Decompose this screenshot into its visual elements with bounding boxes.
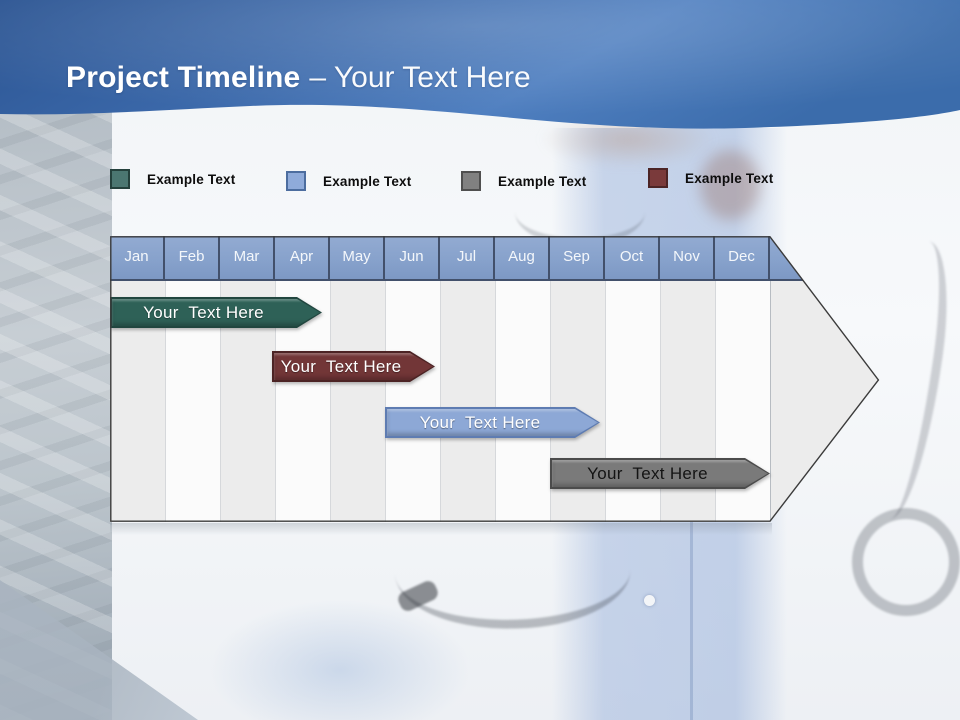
legend-item-blue: Example Text — [286, 171, 411, 191]
timeline-bar-label: Your Text Here — [419, 412, 541, 432]
page-title: Project Timeline– Your Text Here — [66, 61, 531, 95]
stethoscope-earpiece — [395, 578, 441, 614]
maroon-swatch-icon — [648, 168, 668, 188]
legend-label: Example Text — [685, 170, 774, 186]
legend-item-maroon: Example Text — [648, 168, 773, 188]
month-cell-may: May — [330, 236, 385, 279]
timeline-bar-3: Your Text Here — [385, 407, 600, 438]
timeline-bar-2: Your Text Here — [272, 351, 435, 382]
month-cell-jan: Jan — [110, 236, 165, 279]
month-cell-apr: Apr — [275, 236, 330, 279]
legend-item-gray: Example Text — [461, 171, 586, 191]
legend-label: Example Text — [498, 173, 587, 189]
month-cell-feb: Feb — [165, 236, 220, 279]
laptop-screen-glow — [210, 600, 470, 720]
timeline-bar-label: Your Text Here — [143, 302, 264, 322]
header-band — [0, 0, 960, 129]
blue-swatch-icon — [286, 171, 306, 191]
month-cell-sep: Sep — [550, 236, 605, 279]
laptop-photo — [0, 580, 199, 720]
xray-lightbox-photo — [0, 96, 112, 720]
month-cell-oct: Oct — [605, 236, 660, 279]
teal-swatch-icon — [110, 169, 130, 189]
title-subtitle: – Your Text Here — [309, 61, 531, 94]
month-cell-mar: Mar — [220, 236, 275, 279]
month-cell-jul: Jul — [440, 236, 495, 279]
shirt-button — [644, 595, 655, 606]
timeline-bar-label: Your Text Here — [280, 356, 402, 376]
shirt-fold — [690, 522, 693, 720]
timeline-shadow — [110, 523, 772, 535]
legend-label: Example Text — [323, 173, 412, 189]
month-cell-aug: Aug — [495, 236, 550, 279]
month-cell-jun: Jun — [385, 236, 440, 279]
legend-item-teal: Example Text — [110, 169, 235, 189]
month-cell-nov: Nov — [660, 236, 715, 279]
month-cell-dec: Dec — [715, 236, 770, 279]
timeline-bar-label: Your Text Here — [587, 463, 708, 483]
legend-label: Example Text — [147, 171, 236, 187]
stethoscope-chestpiece-icon — [852, 508, 960, 616]
timeline-month-header: Jan Feb Mar Apr May Jun Jul Aug Sep Oct … — [110, 236, 879, 281]
timeline-chart: Jan Feb Mar Apr May Jun Jul Aug Sep Oct … — [110, 236, 880, 522]
timeline-bar-4: Your Text Here — [550, 458, 770, 489]
timeline-bar-1: Your Text Here — [110, 297, 322, 328]
title-main: Project Timeline — [66, 61, 301, 94]
gray-swatch-icon — [461, 171, 481, 191]
timeline-arrow-body: Jan Feb Mar Apr May Jun Jul Aug Sep Oct … — [110, 236, 879, 522]
